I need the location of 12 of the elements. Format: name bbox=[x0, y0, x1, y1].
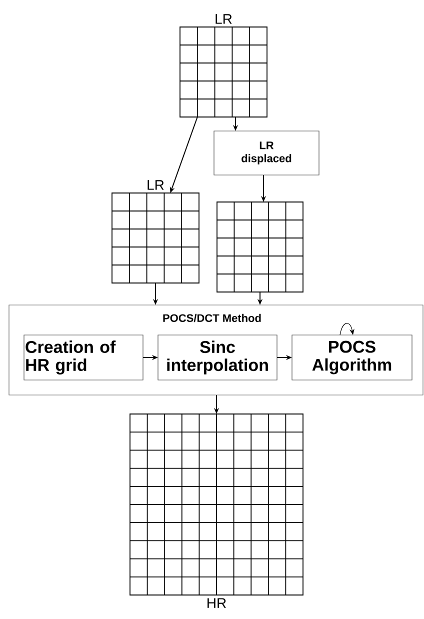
node-label: HR bbox=[208, 598, 226, 608]
process-box: LR displaced bbox=[214, 130, 320, 176]
grid-drawing bbox=[216, 202, 304, 292]
arrow bbox=[340, 323, 354, 336]
grid-drawing: LR bbox=[180, 14, 268, 118]
process-box: Sinc interpolation bbox=[158, 334, 278, 380]
node-label: LR bbox=[216, 14, 232, 24]
grid-drawing: LR bbox=[112, 180, 200, 284]
process-box: POCS Algorithm bbox=[292, 334, 412, 380]
process-box: Creation of HR grid bbox=[24, 334, 144, 380]
grid-drawing: HR bbox=[130, 414, 304, 608]
node-label: LR bbox=[148, 180, 164, 190]
